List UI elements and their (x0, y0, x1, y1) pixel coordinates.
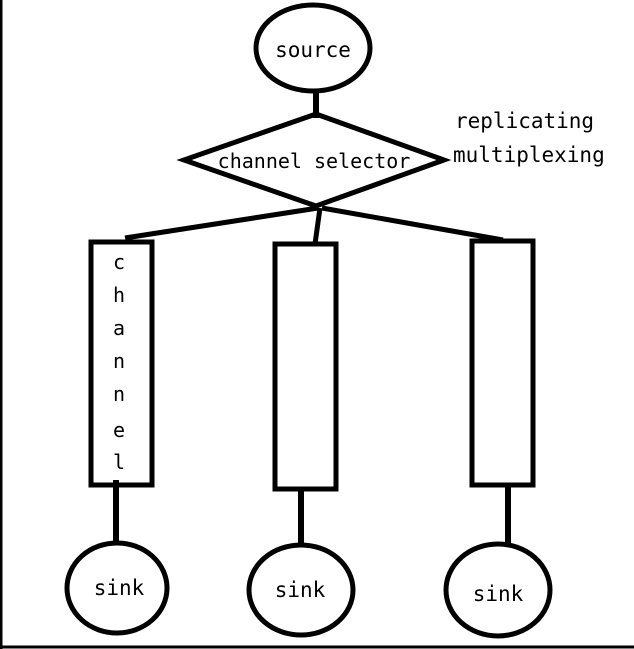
channel-1-label-letter: n (113, 349, 125, 373)
sink-1-label: sink (94, 576, 145, 600)
channel-1-label-letter: e (113, 418, 125, 442)
sink-3-node (443, 541, 553, 639)
sink-1-node (64, 540, 170, 636)
selector-mode-replicating: replicating (455, 109, 594, 133)
channel-1-label-letter: l (113, 450, 125, 474)
sink-2-node (246, 542, 356, 638)
channel-3-node (469, 238, 536, 488)
selector-mode-multiplexing: multiplexing (453, 143, 605, 167)
channel-1-label-letter: c (113, 250, 125, 274)
sink-2-label: sink (275, 578, 326, 602)
channel-1-label-letter: h (113, 283, 125, 307)
channel-selector-label: channel selector (218, 149, 411, 173)
channel-1-label: c h a n n e l (113, 250, 125, 474)
channel-1-node (88, 239, 155, 488)
channel-1-label-letter: a (113, 316, 125, 340)
channel-1-label-letter: n (113, 382, 125, 406)
channel-2-node (272, 241, 339, 492)
selector-channel-1-connector (124, 205, 319, 241)
selector-channel-2-connector (312, 207, 323, 245)
sink-3-label: sink (473, 582, 524, 606)
selector-channel-3-connector (321, 205, 504, 243)
source-label: source (275, 38, 351, 62)
